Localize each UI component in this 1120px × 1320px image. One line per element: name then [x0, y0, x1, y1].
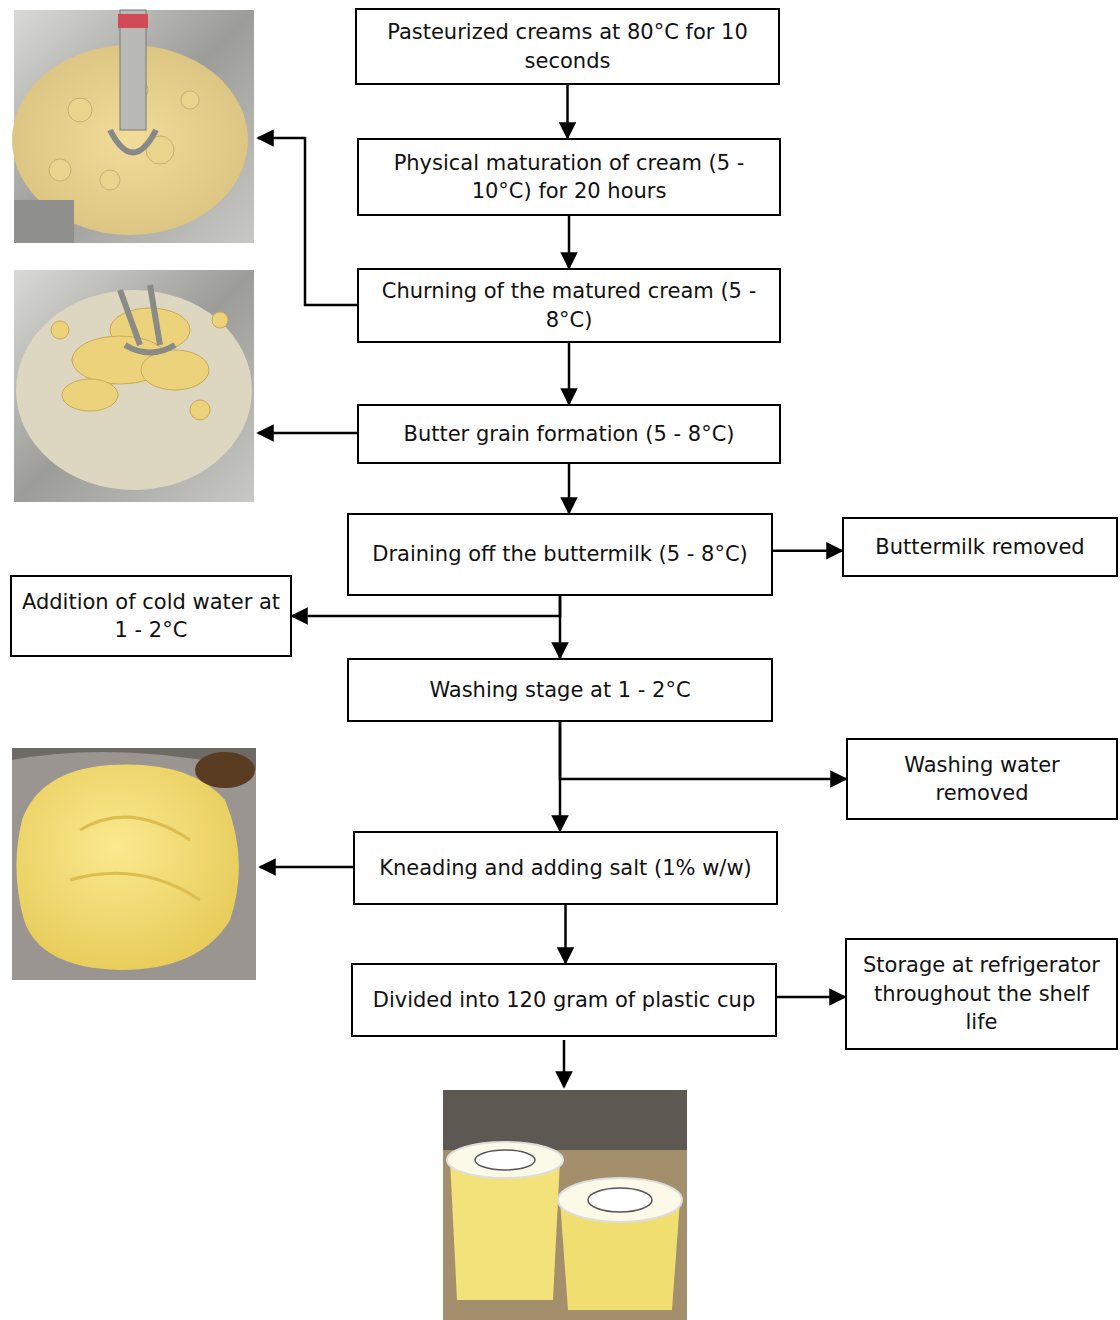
box-text: Kneading and adding salt (1% w/w)	[379, 854, 752, 882]
flow-arrow	[568, 216, 571, 268]
flow-arrow	[566, 85, 569, 138]
flow-arrow	[568, 343, 571, 404]
box-text: Physical maturation of cream (5 - 10°C) …	[367, 149, 771, 206]
churning-photo	[12, 10, 254, 243]
flow-arrow	[773, 550, 842, 553]
box-text: Addition of cold water at 1 - 2°C	[20, 588, 282, 645]
flow-arrow	[560, 722, 846, 779]
flow-arrow	[559, 722, 562, 831]
process-box: Addition of cold water at 1 - 2°C	[10, 575, 292, 657]
box-text: Draining off the buttermilk (5 - 8°C)	[372, 540, 748, 568]
photo-arrow	[260, 866, 353, 869]
process-box: Pasteurized creams at 80°C for 10 second…	[355, 8, 780, 85]
butter-grain-photo	[14, 270, 254, 502]
box-text: Washing water removed	[856, 751, 1108, 808]
process-box: Butter grain formation (5 - 8°C)	[357, 404, 781, 464]
process-box: Washing stage at 1 - 2°C	[347, 658, 773, 722]
process-box: Physical maturation of cream (5 - 10°C) …	[357, 138, 781, 216]
photo-arrow	[258, 432, 357, 435]
process-box: Churning of the matured cream (5 - 8°C)	[357, 268, 781, 343]
box-text: Pasteurized creams at 80°C for 10 second…	[365, 18, 770, 75]
process-box: Draining off the buttermilk (5 - 8°C)	[347, 513, 773, 596]
photo-arrow	[563, 1040, 566, 1087]
process-box: Washing water removed	[846, 738, 1118, 820]
box-text: Washing stage at 1 - 2°C	[429, 676, 690, 704]
box-text: Buttermilk removed	[875, 533, 1084, 561]
flow-arrow	[568, 464, 571, 513]
packaged-butter-photo	[443, 1090, 687, 1320]
box-text: Churning of the matured cream (5 - 8°C)	[367, 277, 771, 334]
photo-arrow	[258, 138, 357, 305]
box-text: Storage at refrigerator throughout the s…	[855, 951, 1108, 1036]
flow-arrow	[777, 996, 845, 999]
process-box: Kneading and adding salt (1% w/w)	[353, 831, 778, 905]
box-text: Divided into 120 gram of plastic cup	[373, 986, 756, 1014]
flow-arrow	[564, 905, 567, 963]
process-box: Storage at refrigerator throughout the s…	[845, 938, 1118, 1050]
kneaded-butter-photo	[12, 748, 256, 980]
box-text: Butter grain formation (5 - 8°C)	[404, 420, 735, 448]
flow-arrow	[559, 596, 562, 658]
process-box: Buttermilk removed	[842, 517, 1118, 577]
flow-arrow	[292, 596, 560, 616]
process-box: Divided into 120 gram of plastic cup	[351, 963, 777, 1037]
